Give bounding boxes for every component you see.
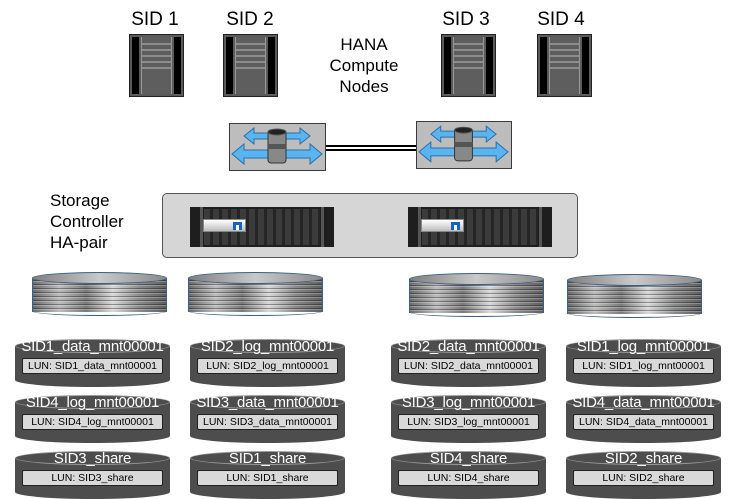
interconnect-link [326,145,416,151]
lun-label: LUN: SID4_share [398,470,539,486]
label-line: Controller [50,212,124,231]
disk-shelf-icon [188,272,323,316]
volume: SID3_log_mnt00001 LUN: SID3_log_mnt00001 [391,394,546,443]
lun-label: LUN: SID1_log_mnt00001 [573,358,714,374]
label-line: HANA [340,35,388,54]
server-icon [441,34,496,97]
volume-name: SID4_data_mnt00001 [572,394,715,411]
lun-label: LUN: SID1_data_mnt00001 [22,358,163,374]
server-icon [537,34,592,97]
volume-name: SID1_log_mnt00001 [576,338,711,355]
volume-name: SID4_log_mnt00001 [25,394,160,411]
volume: SID3_share LUN: SID3_share [15,450,170,499]
lun-label: LUN: SID4_data_mnt00001 [573,414,714,430]
node-label-sid1: SID 1 [131,9,179,30]
storage-controller-icon [190,207,334,247]
lun-label: LUN: SID2_log_mnt00001 [197,358,338,374]
storage-controller-icon [408,207,552,247]
volume: SID1_data_mnt00001 LUN: SID1_data_mnt000… [15,338,170,387]
volume: SID4_share LUN: SID4_share [391,450,546,499]
volume-name: SID1_data_mnt00001 [21,338,164,355]
volume: SID1_log_mnt00001 LUN: SID1_log_mnt00001 [566,338,721,387]
lun-label: LUN: SID1_share [197,470,338,486]
network-switch-icon [416,121,512,169]
label-line: HA-pair [50,233,108,252]
volume-name: SID2_share [604,450,683,467]
lun-label: LUN: SID3_log_mnt00001 [398,414,539,430]
disk-shelf-icon [567,274,702,318]
disk-shelf-icon [32,272,167,316]
volume: SID3_data_mnt00001 LUN: SID3_data_mnt000… [190,394,345,443]
storage-controller-label: Storage Controller HA-pair [50,190,124,253]
lun-label: LUN: SID2_share [573,470,714,486]
lun-label: LUN: SID4_log_mnt00001 [22,414,163,430]
lun-label: LUN: SID2_data_mnt00001 [398,358,539,374]
volume-name: SID4_share [429,450,508,467]
volume: SID2_log_mnt00001 LUN: SID2_log_mnt00001 [190,338,345,387]
network-switch-icon [229,123,326,171]
netapp-logo-icon [451,222,460,230]
storage-controller-enclosure [162,193,578,258]
netapp-logo-icon [233,222,242,230]
volume: SID4_log_mnt00001 LUN: SID4_log_mnt00001 [15,394,170,443]
lun-label: LUN: SID3_share [22,470,163,486]
volume-name: SID2_log_mnt00001 [200,338,335,355]
node-label-sid4: SID 4 [537,9,585,30]
label-line: Storage [50,191,110,210]
volume-name: SID2_data_mnt00001 [397,338,540,355]
server-icon [129,34,184,97]
node-label-sid3: SID 3 [442,9,490,30]
volume-name: SID3_log_mnt00001 [401,394,536,411]
label-line: Compute [329,56,399,75]
volume-name: SID3_data_mnt00001 [196,394,339,411]
volume: SID1_share LUN: SID1_share [190,450,345,499]
volume: SID2_data_mnt00001 LUN: SID2_data_mnt000… [391,338,546,387]
disk-shelf-icon [409,273,544,317]
server-icon [223,34,278,97]
compute-nodes-label: HANA Compute Nodes [322,34,406,97]
volume: SID2_share LUN: SID2_share [566,450,721,499]
volume-name: SID3_share [53,450,132,467]
label-line: Nodes [339,77,389,96]
volume: SID4_data_mnt00001 LUN: SID4_data_mnt000… [566,394,721,443]
lun-label: LUN: SID3_data_mnt00001 [197,414,338,430]
node-label-sid2: SID 2 [226,9,274,30]
volume-name: SID1_share [228,450,307,467]
